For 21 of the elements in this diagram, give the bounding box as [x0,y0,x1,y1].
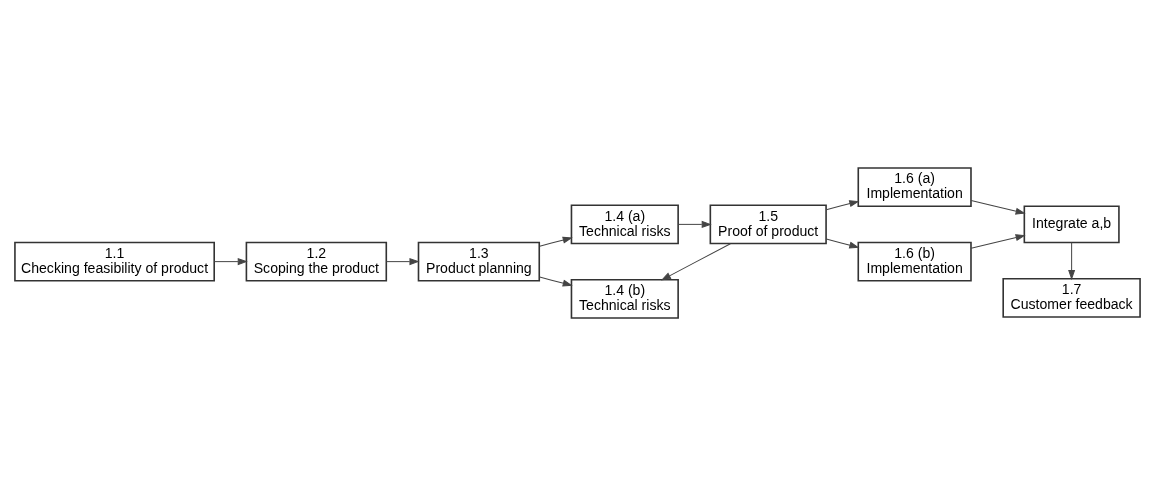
arrow [539,276,573,287]
arrow [385,257,420,265]
node-box: 1.3 Product planning [417,241,541,282]
arrow [1068,241,1076,280]
node-box: 1.6 (a) Implementation [857,166,972,207]
arrow [970,233,1026,249]
node-box: 1.6 (b) Implementation [857,241,972,282]
arrow [970,199,1026,215]
node-box: 1.2 Scoping the product [245,241,388,282]
arrow [539,236,573,247]
arrow [825,238,860,249]
arrow [213,257,248,265]
node-box: 1.7 Customer feedback [1002,277,1141,318]
node-box: 1.4 (a) Technical risks [570,203,679,244]
node-box: 1.5 Proof of product [709,203,827,244]
arrow [825,199,860,210]
node-box: Integrate a,b [1023,204,1120,243]
node-box: 1.1 Checking feasibility of product [14,241,215,282]
arrow [660,242,731,280]
arrow [677,220,712,228]
node-box: 1.4 (b) Technical risks [570,278,679,319]
